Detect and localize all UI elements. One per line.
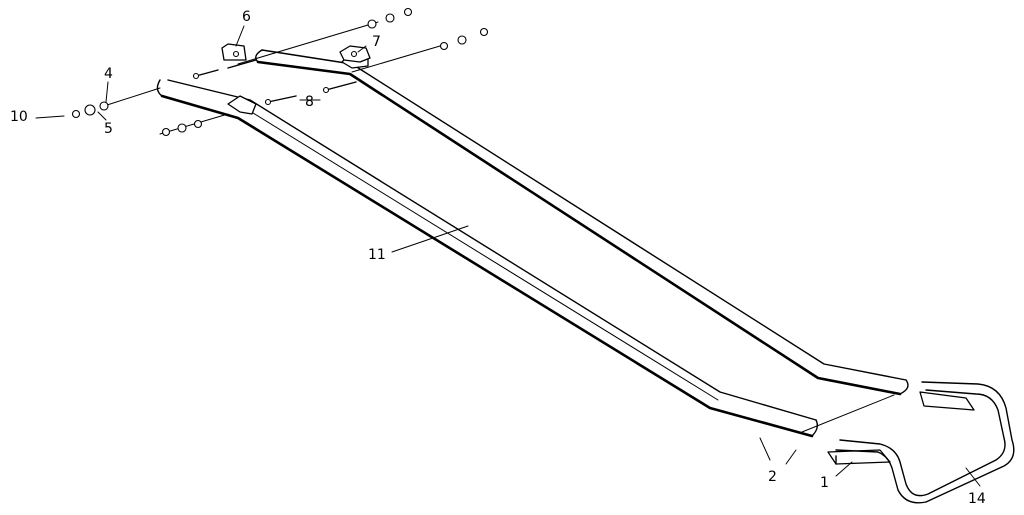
callout-1: 1 <box>820 475 829 491</box>
callout-14: 14 <box>968 491 986 507</box>
slide-bed <box>244 77 895 433</box>
callout-7: 7 <box>372 34 381 50</box>
callout-8: 8 <box>305 94 314 110</box>
callout-5: 5 <box>104 121 113 137</box>
callout-4: 4 <box>104 66 113 82</box>
bracket-7 <box>339 45 371 63</box>
bracket-6 <box>221 43 247 61</box>
hardware-bolts-nuts <box>71 7 489 137</box>
callout-11: 11 <box>368 247 386 263</box>
leader-lines <box>35 25 981 487</box>
callout-2: 2 <box>768 469 777 485</box>
bottom-support-tube-14 <box>835 381 1015 504</box>
callout-6: 6 <box>242 9 251 25</box>
bottom-mount-plate-1 <box>827 449 891 465</box>
callout-labels: 1 2 4 5 6 7 8 10 11 14 <box>10 9 986 507</box>
right-side-rail <box>255 49 909 396</box>
callout-10: 10 <box>10 109 28 125</box>
